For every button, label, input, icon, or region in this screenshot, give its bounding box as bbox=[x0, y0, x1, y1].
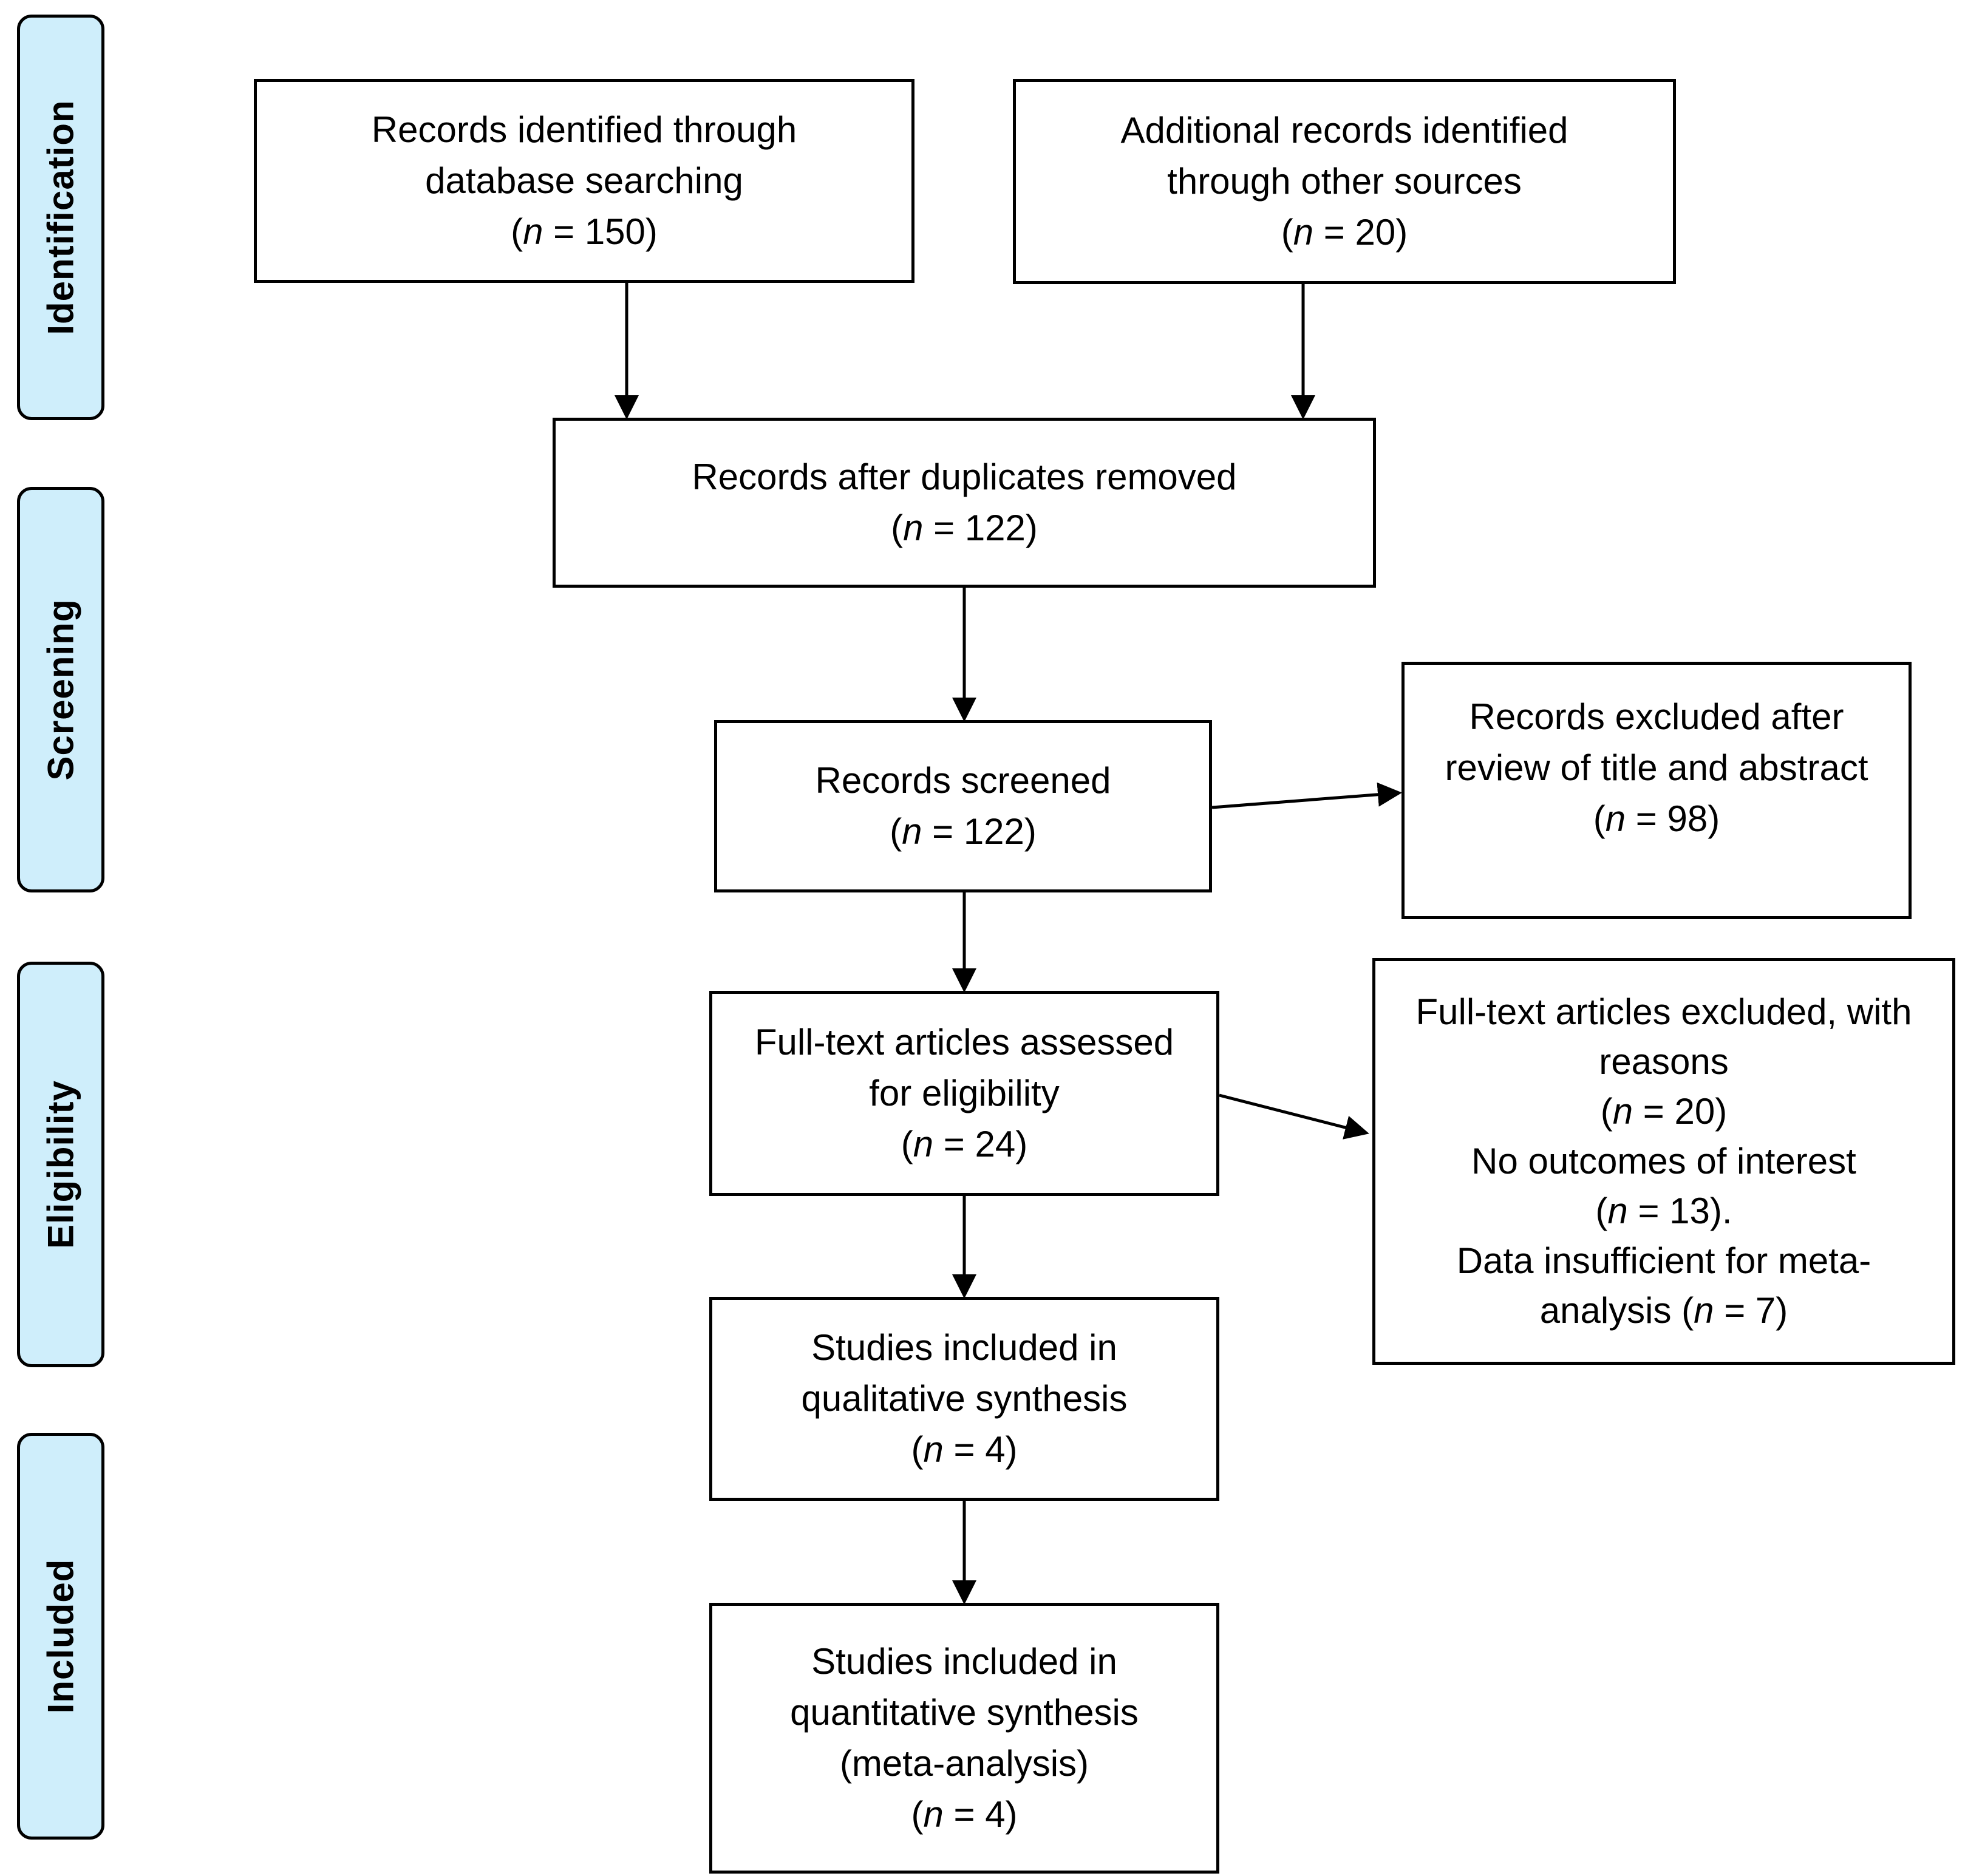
box-quantitative-synthesis-line-2: quantitative synthesis bbox=[790, 1692, 1139, 1733]
box-excluded-title-abstract-line-1: Records excluded after bbox=[1469, 696, 1844, 737]
box-other-sources-count: (n = 20) bbox=[1281, 212, 1408, 253]
stage-included: Included bbox=[17, 1433, 104, 1840]
box-other-sources-line-1: Additional records identified bbox=[1120, 110, 1568, 151]
box-database-searching-line-2: database searching bbox=[425, 160, 743, 201]
box-full-text-assessed-line-2: for eligibility bbox=[869, 1073, 1060, 1113]
box-qualitative-synthesis: Studies included in qualitative synthesi… bbox=[709, 1297, 1219, 1501]
box-full-text-assessed-line-1: Full-text articles assessed bbox=[754, 1022, 1174, 1062]
box-excluded-title-abstract-line-2: review of title and abstract bbox=[1445, 747, 1868, 788]
box-full-text-excluded-reason-2-count: analysis (n = 7) bbox=[1539, 1290, 1788, 1331]
box-full-text-excluded-line-2: reasons bbox=[1599, 1041, 1729, 1082]
box-after-duplicates-count: (n = 122) bbox=[891, 508, 1038, 548]
box-full-text-assessed: Full-text articles assessed for eligibil… bbox=[709, 991, 1219, 1196]
box-full-text-excluded: Full-text articles excluded, with reason… bbox=[1372, 958, 1955, 1365]
box-quantitative-synthesis-count: (n = 4) bbox=[911, 1794, 1018, 1835]
box-records-screened: Records screened (n = 122) bbox=[714, 720, 1212, 892]
box-qualitative-synthesis-line-1: Studies included in bbox=[811, 1327, 1117, 1368]
box-database-searching: Records identified through database sear… bbox=[254, 79, 914, 283]
box-records-screened-line-1: Records screened bbox=[815, 760, 1111, 801]
box-records-screened-count: (n = 122) bbox=[890, 811, 1037, 852]
box-full-text-excluded-reason-2: Data insufficient for meta- bbox=[1456, 1240, 1871, 1281]
arrow-screened-to-excluded bbox=[1211, 782, 1402, 809]
stage-eligibility: Eligibility bbox=[17, 962, 104, 1367]
box-excluded-title-abstract: Records excluded after review of title a… bbox=[1401, 662, 1912, 919]
box-full-text-excluded-line-1: Full-text articles excluded, with bbox=[1415, 991, 1912, 1032]
box-quantitative-synthesis: Studies included in quantitative synthes… bbox=[709, 1603, 1219, 1874]
box-full-text-excluded-count: (n = 20) bbox=[1600, 1091, 1728, 1132]
box-other-sources: Additional records identified through ot… bbox=[1013, 79, 1676, 284]
box-after-duplicates: Records after duplicates removed (n = 12… bbox=[553, 418, 1376, 588]
box-full-text-excluded-reason-1: No outcomes of interest bbox=[1471, 1141, 1856, 1181]
box-full-text-excluded-reason-1-count: (n = 13). bbox=[1595, 1191, 1732, 1231]
arrow-fulltext-to-excluded bbox=[1219, 1093, 1369, 1140]
stage-screening: Screening bbox=[17, 487, 104, 892]
box-excluded-title-abstract-count: (n = 98) bbox=[1593, 798, 1720, 839]
stage-identification: Identification bbox=[17, 15, 104, 420]
box-qualitative-synthesis-line-2: qualitative synthesis bbox=[801, 1378, 1128, 1419]
box-full-text-assessed-count: (n = 24) bbox=[901, 1124, 1028, 1164]
box-after-duplicates-line-1: Records after duplicates removed bbox=[692, 457, 1237, 497]
box-quantitative-synthesis-line-3: (meta-analysis) bbox=[839, 1743, 1089, 1784]
box-other-sources-line-2: through other sources bbox=[1167, 161, 1522, 202]
box-database-searching-count: (n = 150) bbox=[511, 211, 658, 252]
box-database-searching-line-1: Records identified through bbox=[371, 109, 797, 150]
box-quantitative-synthesis-line-1: Studies included in bbox=[811, 1641, 1117, 1682]
box-qualitative-synthesis-count: (n = 4) bbox=[911, 1429, 1018, 1470]
